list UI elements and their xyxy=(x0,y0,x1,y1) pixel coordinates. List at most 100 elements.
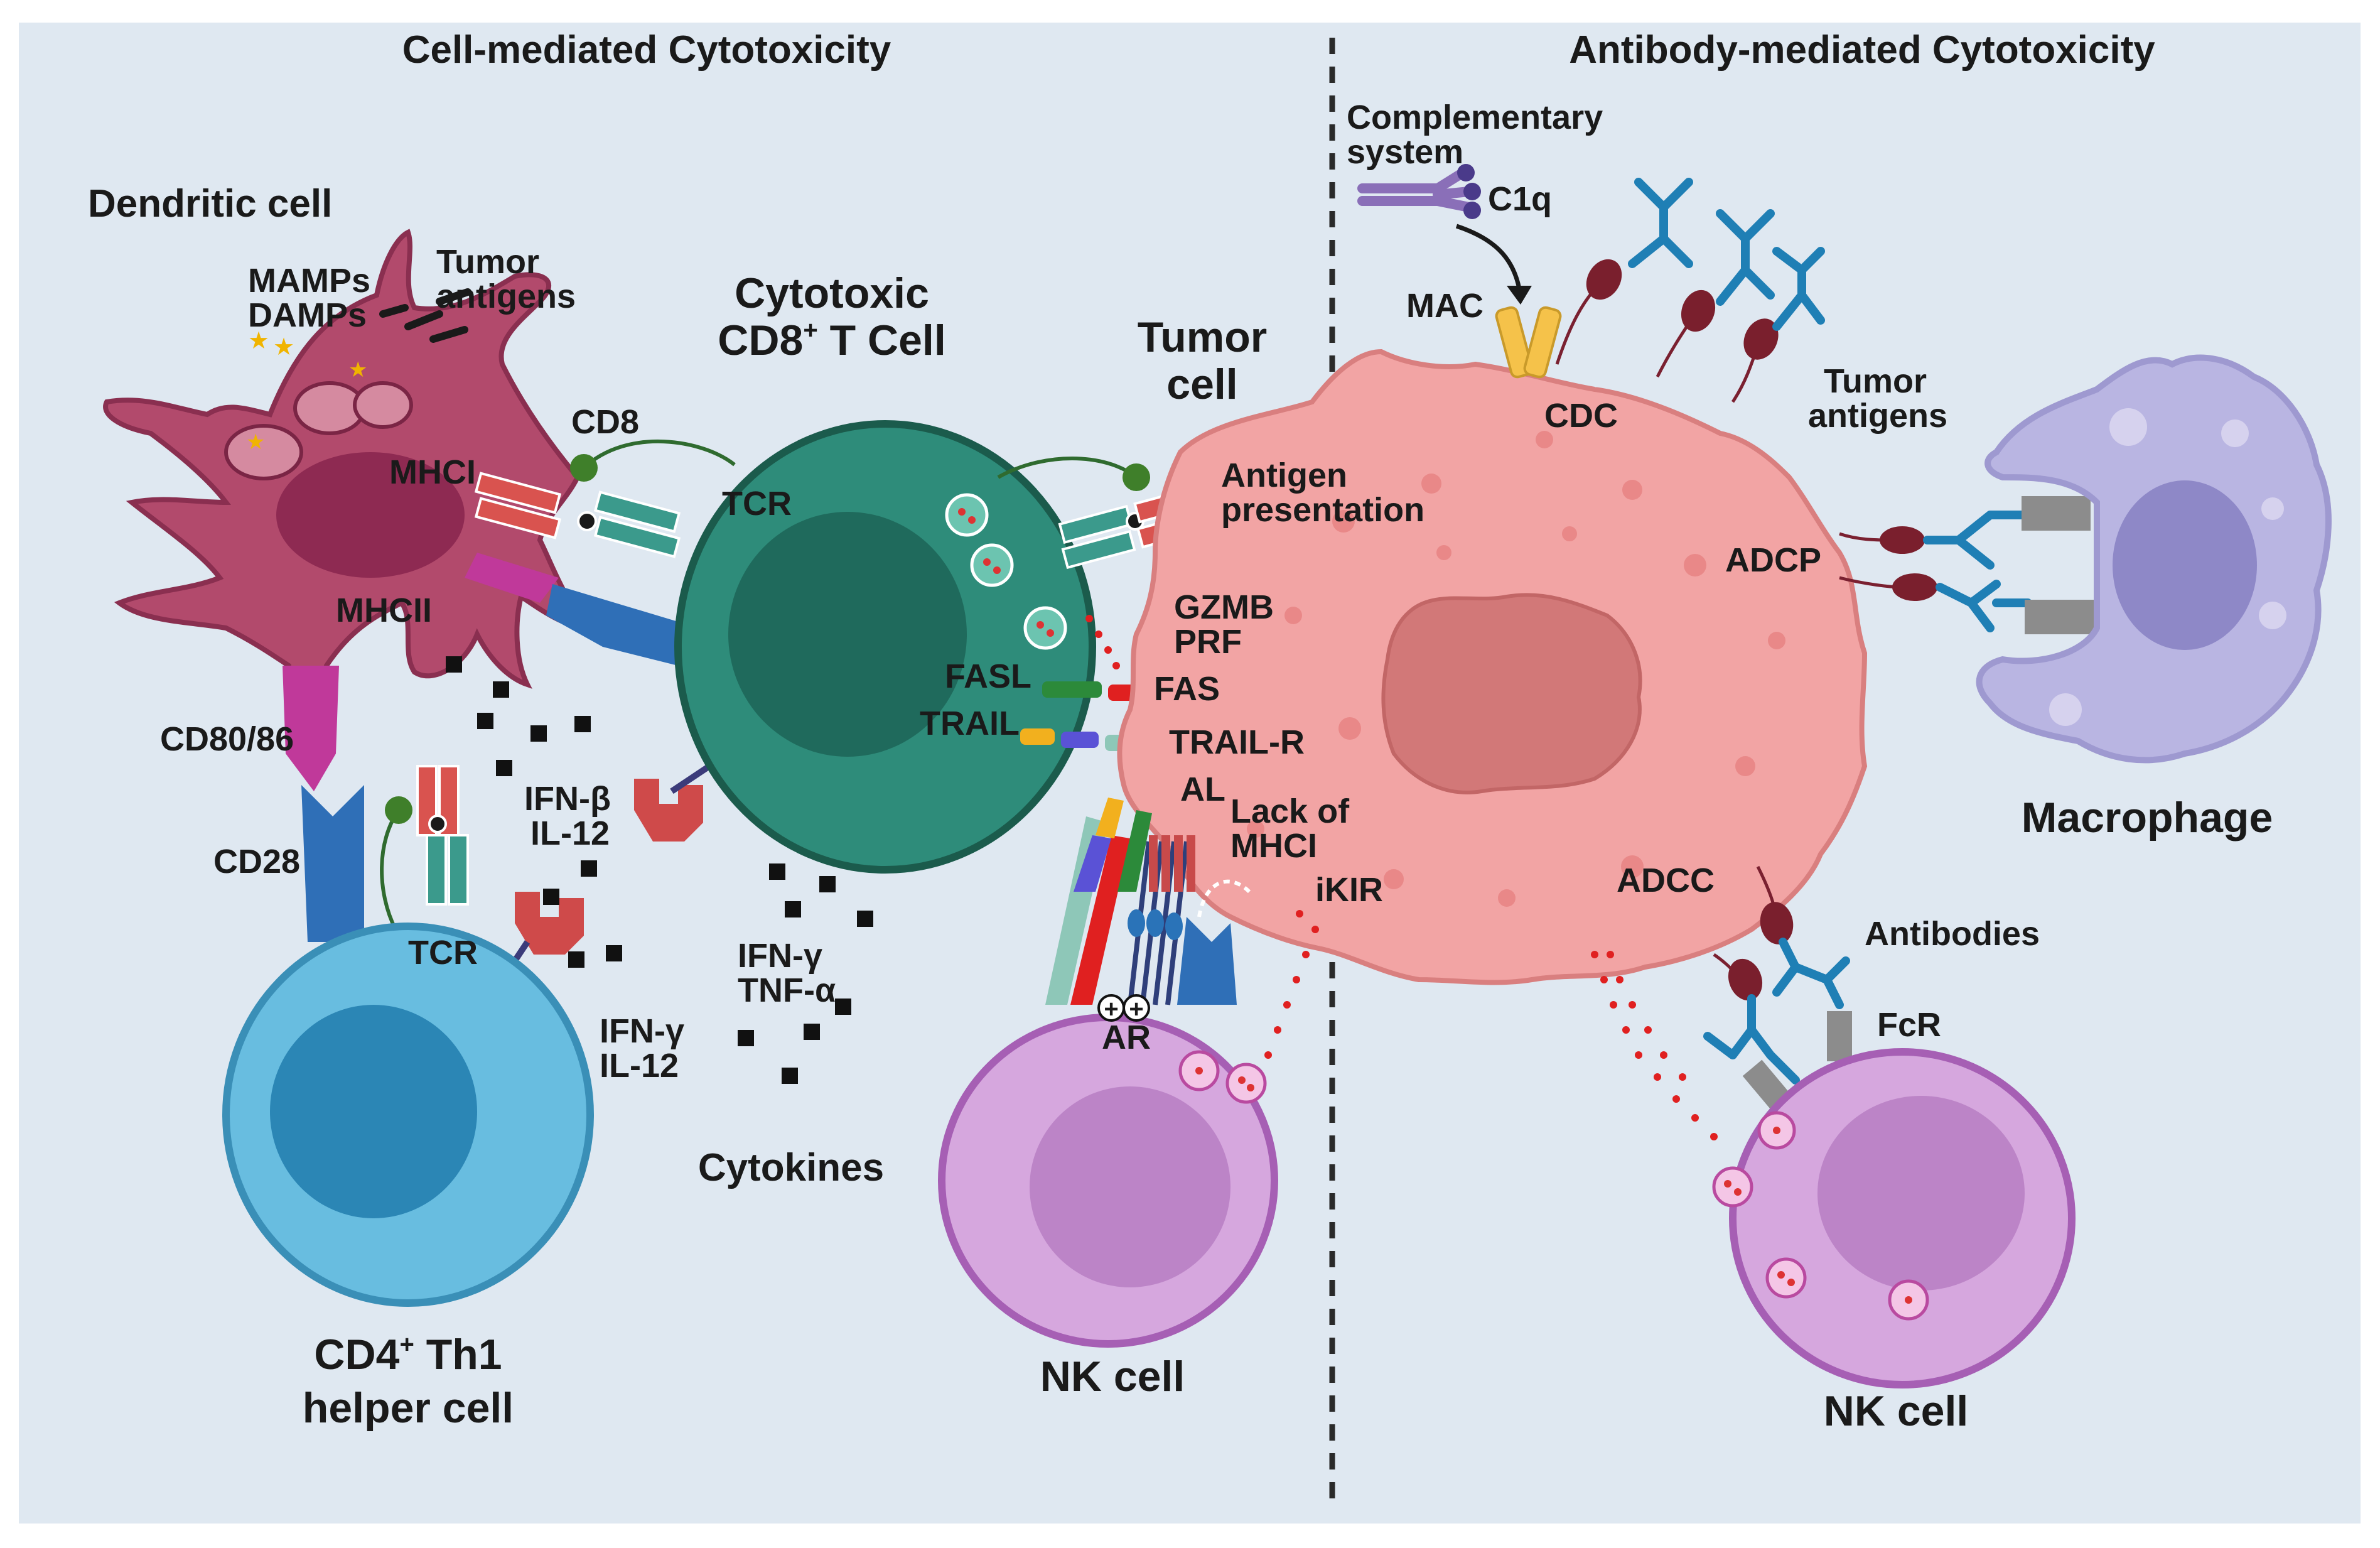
adcc-granule-release xyxy=(1591,951,1718,1140)
macrophage-label: Macrophage xyxy=(2022,794,2273,842)
tumor-antigens-label-line2: antigens xyxy=(436,278,576,315)
dendritic-vesicle xyxy=(224,424,303,480)
ifn-gamma-label-b: IFN-γ xyxy=(738,937,822,975)
nk-receptors xyxy=(1045,798,1251,1005)
mac-pore xyxy=(1495,306,1562,379)
mhci-tcr-complex xyxy=(474,439,736,558)
trail-ligand xyxy=(1020,728,1055,745)
tumor-nucleus xyxy=(1381,593,1642,794)
cd8-cell-label-line1: Cytotoxic xyxy=(735,269,929,317)
th1-cell-label-line1: CD4+ Th1 xyxy=(314,1331,502,1378)
ifn-beta-label: IFN-β xyxy=(524,780,611,818)
activating-signal-icon: + + xyxy=(1097,994,1150,1023)
tumor-cell xyxy=(1117,349,1868,985)
th1-tcr-complex xyxy=(380,765,469,931)
cd8-t-cell xyxy=(674,420,1096,874)
damps-star-icon: ★ xyxy=(273,334,294,360)
antigen-star-icon: ★ xyxy=(246,430,265,454)
trail-label: TRAIL xyxy=(920,705,1020,742)
dendritic-nucleus xyxy=(276,452,465,578)
trail-r-label: TRAIL-R xyxy=(1169,723,1305,761)
tumor-texture-dots xyxy=(1247,431,1785,907)
lytic-granule xyxy=(1225,1063,1267,1104)
tumor-antigen-antibody-top xyxy=(1731,247,1825,403)
granzyme-perforin-release xyxy=(1085,615,1120,669)
antibodies-label: Antibodies xyxy=(1865,915,2040,953)
th1-helper-cell xyxy=(222,923,594,1307)
dendritic-vesicle xyxy=(353,381,413,429)
mhci-label: MHCI xyxy=(389,453,476,491)
tcr-cd8-label: TCR xyxy=(722,485,792,522)
svg-text:+: + xyxy=(1104,995,1118,1023)
tumor-antigens-right-label-line1: Tumor xyxy=(1824,362,1927,400)
damps-label: DAMPs xyxy=(248,296,367,334)
ikir-label: iKIR xyxy=(1315,871,1383,909)
svg-text:+: + xyxy=(1129,995,1143,1023)
cd8-cell-label-line2: CD8+ T Cell xyxy=(718,317,945,364)
cd80-86-label: CD80/86 xyxy=(160,720,294,758)
tcr-th1-label: TCR xyxy=(408,934,478,972)
fasl-label: FASL xyxy=(945,658,1031,695)
macrophage-nucleus xyxy=(2113,480,2257,650)
trail-ligand xyxy=(1061,732,1099,748)
cd28-label: CD28 xyxy=(213,843,300,880)
cytotoxic-granule xyxy=(945,493,989,537)
cytokine-particles xyxy=(446,656,873,1084)
adcc-label: ADCC xyxy=(1617,862,1715,899)
fas-label: FAS xyxy=(1154,670,1220,708)
complementary-system-label-line1: Complementary xyxy=(1347,99,1603,136)
c1q-complex xyxy=(1357,164,1481,219)
mac-label: MAC xyxy=(1406,287,1483,325)
tumor-cell-label-line1: Tumor xyxy=(1138,313,1268,361)
mhcii-receptor xyxy=(546,584,678,666)
mamps-star-icon: ★ xyxy=(248,328,269,354)
cytokines-label: Cytokines xyxy=(698,1146,884,1189)
cd8-nucleus xyxy=(728,512,967,757)
mamps-label: MAMPs xyxy=(248,262,370,300)
cd80-86-ligand xyxy=(283,666,339,791)
th1-cell-label-line2: helper cell xyxy=(303,1384,514,1432)
gzmb-label: GZMB xyxy=(1174,588,1274,626)
adcp-antibody-bridge xyxy=(1839,573,2094,634)
lack-of-mhci-label-line2: MHCI xyxy=(1230,827,1317,865)
adcp-antibody-bridge xyxy=(1839,496,2091,570)
il12-label-b: IL-12 xyxy=(600,1047,679,1085)
lack-of-mhci-label-line1: Lack of xyxy=(1230,793,1350,830)
lytic-granule xyxy=(1765,1257,1807,1299)
nk-right-nucleus xyxy=(1817,1096,2025,1291)
lytic-granule xyxy=(1712,1166,1753,1208)
tumor-antigen-fragments xyxy=(379,288,471,343)
nk-left-nucleus xyxy=(1030,1086,1230,1287)
fasl-ligand xyxy=(1042,681,1102,698)
prf-label: PRF xyxy=(1174,623,1242,661)
tumor-antigen-antibody-top xyxy=(1656,209,1775,378)
tnf-alpha-label: TNF-α xyxy=(738,972,836,1009)
al-label: AL xyxy=(1180,771,1225,808)
tumor-cell-label-line2: cell xyxy=(1166,360,1237,408)
ar-label: AR xyxy=(1102,1019,1151,1056)
cdc-label: CDC xyxy=(1544,397,1618,435)
cd8-receptor-label: CD8 xyxy=(571,403,639,441)
cytotoxic-granule xyxy=(970,543,1014,587)
cd28-receptor xyxy=(301,785,364,942)
dendritic-cell: ★ ★ ★ ★ xyxy=(103,229,596,768)
tumor-antigen-antibody-top xyxy=(1555,178,1693,365)
mhcii-label: MHCII xyxy=(336,592,432,629)
right-section-title: Antibody-mediated Cytotoxicity xyxy=(1569,28,2155,72)
left-section-title: Cell-mediated Cytotoxicity xyxy=(402,28,891,72)
complementary-system-label-line2: system xyxy=(1347,133,1463,171)
cytokine-receptor xyxy=(634,779,703,842)
nk-right-label: NK cell xyxy=(1824,1387,1969,1435)
nk-cell-left: + + xyxy=(938,994,1278,1348)
cytokine-receptor xyxy=(515,892,584,955)
dendritic-cell-label: Dendritic cell xyxy=(88,182,332,225)
fcr-label: FcR xyxy=(1877,1006,1941,1044)
ifn-gamma-label-a: IFN-γ xyxy=(600,1012,684,1050)
il12-label-a: IL-12 xyxy=(530,815,610,852)
adcc-antibody-bridge xyxy=(1756,865,1852,1061)
c1q-arrow-head xyxy=(1507,286,1532,305)
adcc-antibody-bridge xyxy=(1703,953,1800,1120)
cytotoxic-granule xyxy=(1023,606,1067,650)
